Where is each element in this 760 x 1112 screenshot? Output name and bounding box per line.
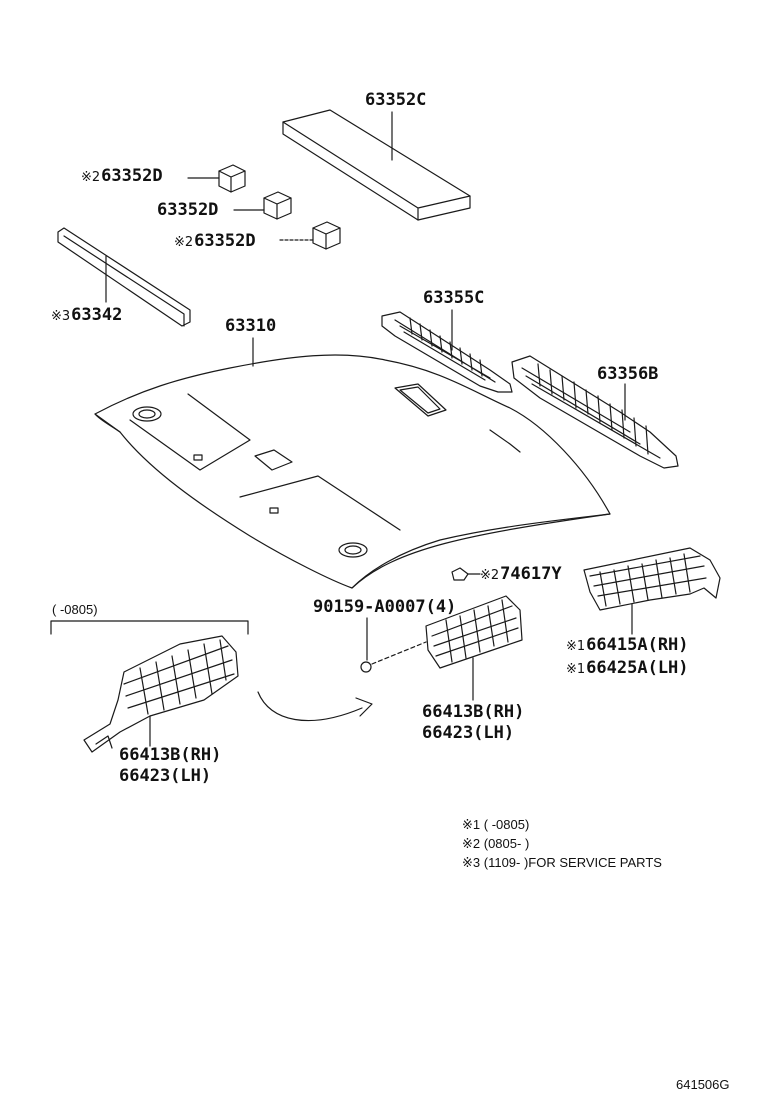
part-number: 66415A(RH) <box>586 635 689 655</box>
part-label-63352d-1: ※263352D <box>81 168 163 185</box>
note-marker: ※2 <box>480 568 500 583</box>
part-label-63352c: 63352C <box>365 90 427 110</box>
headliner-63310-drawing <box>94 337 611 589</box>
clip-74617y-drawing <box>451 567 481 581</box>
panel-66413b-center-drawing <box>425 595 523 701</box>
part-label-63342: ※363342 <box>51 307 122 324</box>
bracket-63356b-drawing <box>511 355 679 469</box>
note-marker: ※1 <box>566 639 586 654</box>
pad-63352c-drawing <box>282 109 471 221</box>
part-label-63310: 63310 <box>225 316 277 336</box>
part-label-66413b-left: 66413B(RH) <box>119 745 222 765</box>
part-label-63352d-3: ※263352D <box>174 233 256 250</box>
note-marker: ※2 <box>174 235 194 250</box>
part-label-66415a: ※166415A(RH) <box>566 637 689 654</box>
inset-date-range: ( -0805) <box>52 602 98 617</box>
panel-66413b-left-drawing <box>83 635 239 753</box>
footnote-marker: ※1 <box>462 817 481 832</box>
part-label-66413b-center: 66413B(RH) <box>422 702 525 722</box>
part-label-66423-left: 66423(LH) <box>119 766 212 786</box>
footnote-1: ※1 ( -0805) <box>462 818 529 831</box>
cube-63352d-2 <box>233 191 292 220</box>
part-label-74617y: ※274617Y <box>480 566 562 583</box>
note-marker: ※1 <box>566 662 586 677</box>
footnote-marker: ※2 <box>462 836 481 851</box>
cube-63352d-3 <box>279 221 341 250</box>
footnote-text: (1109- )FOR SERVICE PARTS <box>483 855 662 870</box>
diagram-id: 641506G <box>676 1077 730 1092</box>
part-label-66423-center: 66423(LH) <box>422 723 515 743</box>
part-number: 63352D <box>194 231 256 251</box>
transition-arrow <box>257 691 373 722</box>
panel-66415a-drawing <box>583 547 721 635</box>
part-label-63356b: 63356B <box>597 364 659 384</box>
part-label-63352d-2: 63352D <box>157 200 219 220</box>
note-marker: ※2 <box>81 170 101 185</box>
part-label-63355c: 63355C <box>423 288 485 308</box>
note-marker: ※3 <box>51 309 71 324</box>
part-number: 74617Y <box>500 564 562 584</box>
footnote-2: ※2 (0805- ) <box>462 837 529 850</box>
part-label-90159: 90159-A0007(4) <box>313 597 457 617</box>
footnote-3: ※3 (1109- )FOR SERVICE PARTS <box>462 856 662 869</box>
bracket-63355c-drawing <box>381 309 513 393</box>
cube-63352d-1 <box>187 164 246 193</box>
part-number: 63342 <box>71 305 123 325</box>
inset-bracket <box>50 620 249 635</box>
footnote-marker: ※3 <box>462 855 481 870</box>
part-number: 66425A(LH) <box>586 658 689 678</box>
footnote-text: ( -0805) <box>483 817 530 832</box>
strip-63342-drawing <box>57 227 191 327</box>
footnote-text: (0805- ) <box>483 836 530 851</box>
part-label-66425a: ※166425A(LH) <box>566 660 689 677</box>
part-number: 63352D <box>101 166 163 186</box>
screw-90159-drawing <box>360 617 427 673</box>
